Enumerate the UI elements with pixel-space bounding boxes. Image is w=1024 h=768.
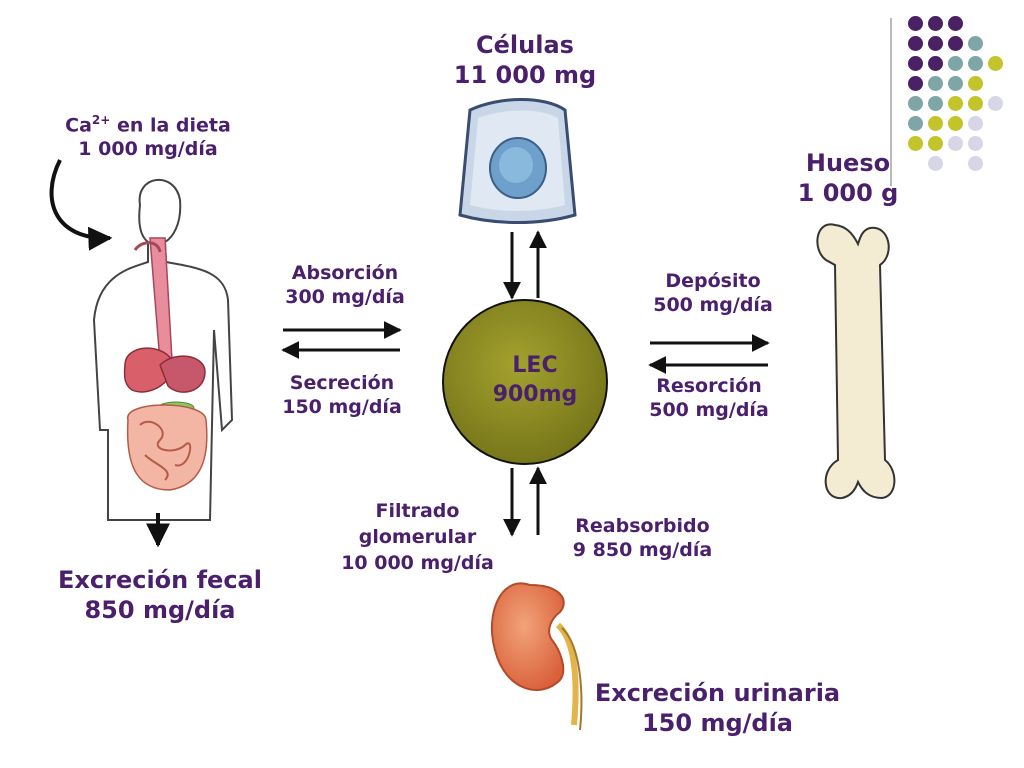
deposit-title: Depósito	[665, 270, 761, 292]
secretion-label: Secreción 150 mg/día	[267, 372, 417, 420]
filtered-line1: Filtrado	[375, 500, 460, 522]
lec-label: LEC 900mg	[470, 352, 600, 409]
bone-illustration	[816, 223, 896, 500]
deposit-label: Depósito 500 mg/día	[638, 270, 788, 318]
lec-title: LEC	[512, 353, 558, 378]
absorption-label: Absorción 300 mg/día	[270, 262, 420, 310]
resorption-title: Resorción	[656, 375, 762, 397]
urinary-label: Excreción urinaria 150 mg/día	[590, 678, 845, 738]
cells-label: Células 11 000 mg	[440, 30, 610, 90]
bone-label: Hueso 1 000 g	[788, 148, 908, 208]
filtered-line2: glomerular	[358, 526, 477, 549]
diet-intake-arrow	[49, 159, 113, 251]
fecal-amount: 850 mg/día	[84, 596, 236, 624]
secretion-amount: 150 mg/día	[282, 395, 402, 418]
filtered-label: Filtrado glomerular 10 000 mg/día	[330, 498, 505, 577]
reabsorbed-title: Reabsorbido	[575, 515, 710, 537]
lec-circle	[442, 299, 608, 465]
bone-amount: 1 000 g	[797, 179, 899, 207]
absorption-amount: 300 mg/día	[285, 285, 405, 308]
cell-illustration	[458, 98, 577, 224]
human-body-illustration	[92, 178, 234, 521]
decorative-divider	[890, 18, 892, 186]
cells-amount: 11 000 mg	[453, 61, 597, 89]
urinary-amount: 150 mg/día	[641, 709, 793, 737]
reabsorbed-amount: 9 850 mg/día	[572, 538, 713, 561]
absorption-title: Absorción	[291, 262, 399, 284]
secretion-title: Secreción	[289, 372, 395, 394]
fecal-title: Excreción fecal	[58, 566, 262, 594]
filtered-amount: 10 000 mg/día	[341, 552, 494, 575]
diet-amount: 1 000 mg/día	[78, 138, 218, 161]
cells-title: Células	[476, 31, 574, 59]
fecal-label: Excreción fecal 850 mg/día	[50, 565, 270, 625]
kidney-illustration	[490, 582, 583, 731]
resorption-amount: 500 mg/día	[649, 398, 769, 421]
bone-title: Hueso	[805, 149, 891, 177]
deposit-amount: 500 mg/día	[653, 293, 773, 316]
diet-label: Ca2+ en la dieta 1 000 mg/día	[48, 113, 248, 162]
resorption-label: Resorción 500 mg/día	[634, 375, 784, 423]
urinary-title: Excreción urinaria	[594, 679, 841, 707]
reabsorbed-label: Reabsorbido 9 850 mg/día	[560, 515, 725, 563]
diet-title: Ca2+ en la dieta	[65, 113, 231, 137]
lec-amount: 900mg	[492, 381, 578, 407]
